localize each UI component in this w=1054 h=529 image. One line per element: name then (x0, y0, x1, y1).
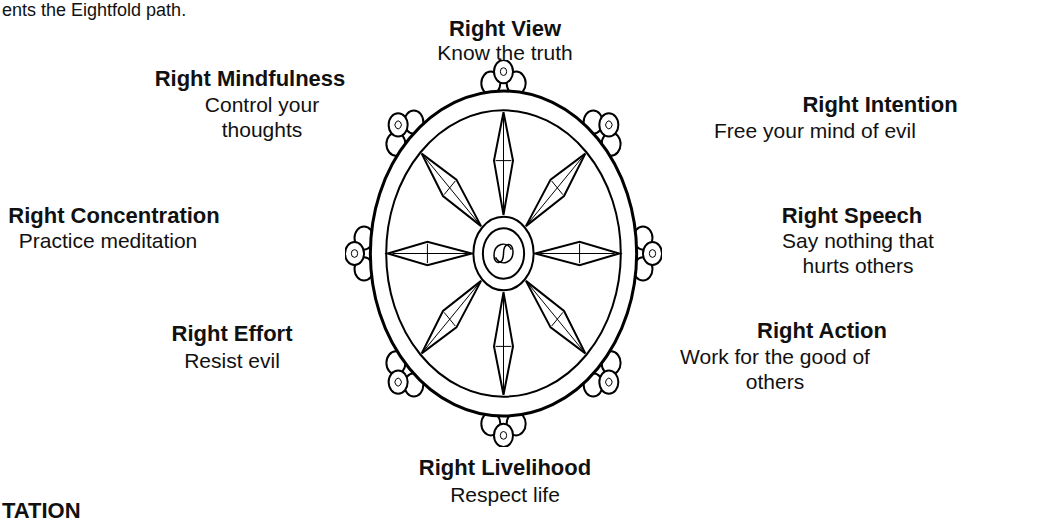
path-heading: Right Speech (782, 203, 923, 229)
path-heading: Right Concentration (8, 203, 219, 229)
path-heading: Right Mindfulness (155, 66, 346, 92)
path-description: Respect life (450, 482, 560, 507)
path-heading: Right View (449, 16, 561, 42)
wheel-drawing (345, 60, 662, 447)
section-heading: TATION (2, 498, 81, 524)
path-description: Say nothing that hurts others (766, 228, 951, 278)
path-heading: Right Livelihood (419, 455, 591, 481)
intro-text: ents the Eightfold path. (2, 0, 186, 22)
path-description: Work for the good of others (675, 344, 875, 394)
path-heading: Right Intention (802, 92, 957, 118)
path-heading: Right Action (757, 318, 887, 344)
path-heading: Right Effort (172, 321, 293, 347)
path-description: Control your thoughts (195, 92, 330, 142)
dharma-wheel (345, 60, 662, 447)
path-description: Practice meditation (19, 228, 198, 253)
path-description: Know the truth (437, 40, 572, 65)
path-description: Free your mind of evil (714, 118, 916, 143)
path-description: Resist evil (184, 348, 280, 373)
